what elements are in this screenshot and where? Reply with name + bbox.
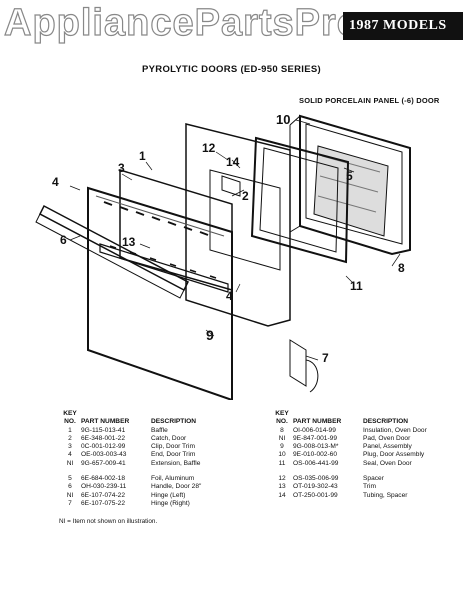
hinge [289,339,319,393]
legend-header-top: KEY [275,410,289,417]
legend-note: NI = Item not shown on illustration. [59,518,158,525]
callout-5: 5 [346,169,353,183]
legend-header-top: KEY [63,410,77,417]
callout-1: 1 [139,149,146,163]
callout-6: 6 [60,233,67,247]
seal-frame [250,136,350,264]
exploded-door-diagram: 10 12 14 3 1 4 2 5 13 6 8 11 4 9 7 [35,112,411,400]
header-badge-text: 1987 MODELS [349,18,447,33]
callout-4: 4 [52,175,59,189]
header-badge: 1987 MODELS [343,12,463,40]
callout-12: 12 [202,141,216,155]
callout-8: 8 [398,261,405,275]
door-trim [99,243,229,293]
callout-14: 14 [226,155,240,169]
callout-13: 13 [122,235,136,249]
door-handle [35,204,189,299]
insulation-pad [313,145,389,237]
callout-3: 3 [118,161,125,175]
door-panel [87,186,233,400]
callout-10: 10 [276,112,290,127]
page-title: PYROLYTIC DOORS (ED-950 SERIES) [142,64,321,75]
callout-2: 2 [242,189,249,203]
callout-7: 7 [322,351,329,365]
page-subtitle: SOLID PORCELAIN PANEL (-6) DOOR [299,96,440,105]
callout-9: 9 [206,327,214,343]
callout-11: 11 [350,279,363,293]
baffle [119,168,233,291]
callout-4b: 4 [226,289,233,303]
